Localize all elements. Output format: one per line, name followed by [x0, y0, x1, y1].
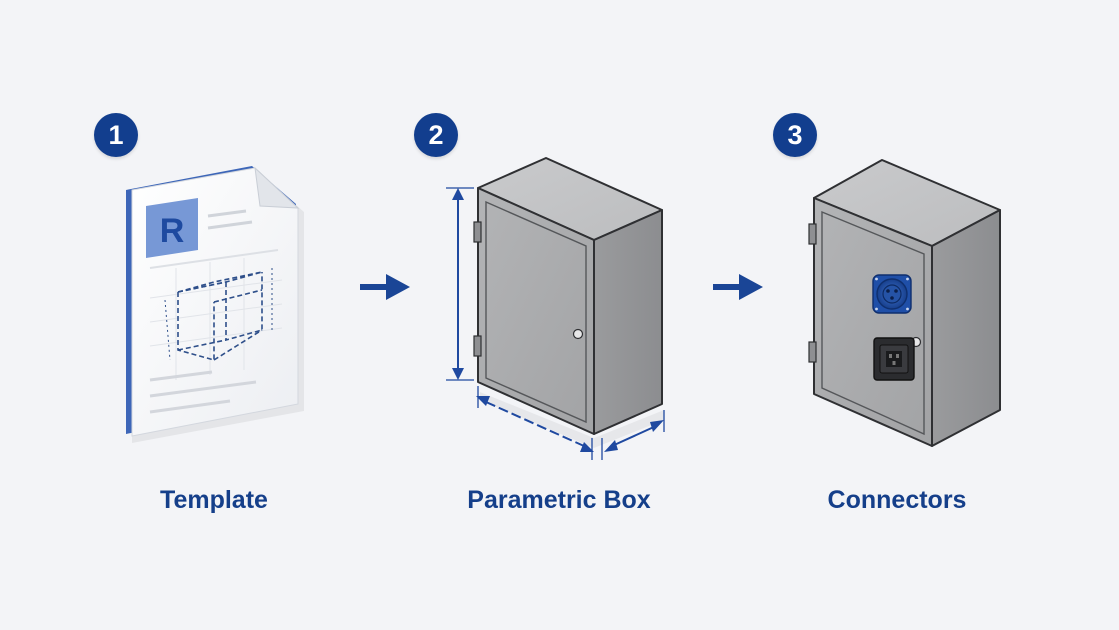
step-2-badge: 2	[414, 113, 458, 157]
step-1-label: Template	[160, 486, 268, 514]
step-3-badge: 3	[773, 113, 817, 157]
revit-logo-icon: R	[146, 198, 198, 258]
revit-template-document-icon: R	[126, 166, 304, 443]
round-power-connector-icon	[872, 274, 912, 314]
step-1-badge: 1	[94, 113, 138, 157]
step-2-label: Parametric Box	[467, 486, 651, 514]
square-socket-connector-icon	[873, 337, 915, 381]
depth-dimension-icon	[601, 410, 665, 460]
parametric-enclosure-icon	[446, 157, 665, 460]
enclosure-with-connectors-icon	[808, 159, 1001, 447]
height-dimension-icon	[446, 187, 474, 381]
revit-logo-letter: R	[160, 212, 185, 250]
arrow-right-icon	[360, 274, 410, 300]
arrow-right-icon	[713, 274, 763, 300]
step-3-label: Connectors	[827, 486, 967, 514]
door-lock-icon	[572, 328, 584, 340]
width-dimension-icon	[476, 386, 594, 460]
